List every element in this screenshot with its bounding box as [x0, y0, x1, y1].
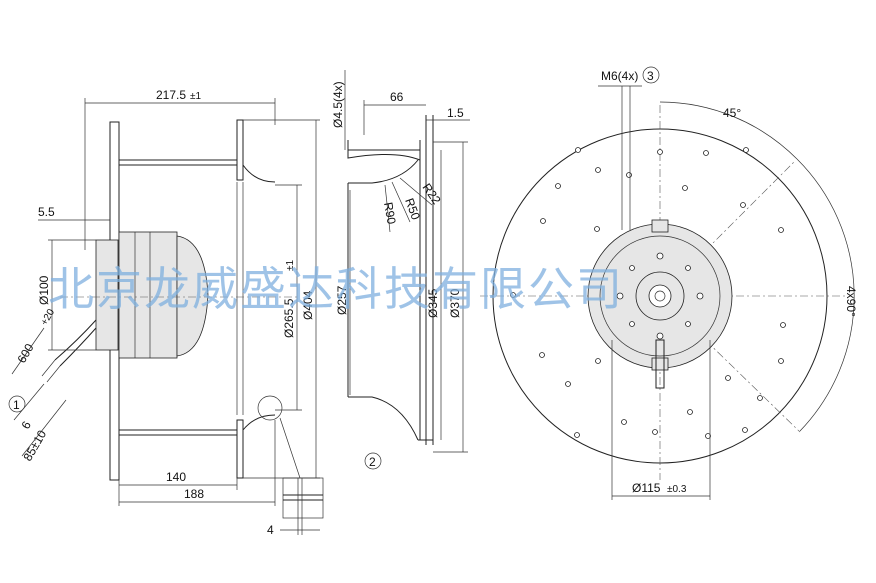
dim-depth-188: 188	[184, 487, 204, 501]
dim-outlet-dia: Ø265.5	[282, 298, 296, 338]
rivets	[510, 147, 786, 439]
dim-outlet-dia-tol: ±1	[285, 260, 296, 271]
dim-nozzle-lip: 1.5	[447, 106, 464, 120]
dim-flange-dia: Ø345	[426, 288, 440, 318]
detail-circle	[257, 395, 283, 421]
mount-lug-top	[651, 219, 669, 233]
callout-3-label: 3	[647, 69, 654, 83]
dim-motor-dia: Ø100	[37, 275, 51, 305]
callout-2-label: 2	[369, 455, 376, 469]
callout-1-label: 1	[13, 398, 20, 412]
dim-nozzle-hole: Ø4.5(4x)	[331, 81, 345, 128]
dim-overall-width-tol: ±1	[190, 91, 201, 102]
dim-bolt-circle-tol: ±0.3	[667, 484, 687, 495]
pattern-arc	[796, 158, 855, 432]
dim-impeller-dia: Ø404	[301, 290, 315, 320]
dim-overall-width: 217.5	[156, 88, 186, 102]
watermark: 北京龙威盛达科技有限公司	[48, 262, 624, 316]
callout-2	[364, 452, 382, 470]
inlet-ring-top	[236, 119, 244, 181]
dim-angle: 45°	[723, 106, 741, 120]
dim-outer-dia: Ø370	[448, 288, 462, 318]
dim-r90: R90	[381, 201, 399, 225]
dim-nozzle-depth: 66	[390, 90, 404, 104]
angle-arc	[659, 101, 798, 160]
inlet-ring-bottom	[236, 419, 244, 479]
cable-gland	[655, 339, 665, 389]
dim-thread: M6(4x)	[601, 69, 638, 83]
nozzle-view: Ø4.5(4x) 66 1.5 R22 R50 R90 Ø257 Ø345 Ø3…	[331, 70, 470, 470]
dim-bolt-circle: Ø115	[632, 481, 661, 495]
front-view: 45° 4x90°	[480, 66, 858, 500]
dim-pattern: 4x90°	[844, 286, 858, 317]
nozzle-bottom-lip	[348, 396, 419, 441]
motor-body	[118, 231, 178, 359]
nozzle-top-lip	[347, 140, 421, 151]
callout-3	[642, 66, 660, 84]
dim-cable-length: 600	[14, 341, 36, 366]
dim-cable-end: 85±10	[20, 427, 49, 463]
dim-depth-140: 140	[166, 470, 186, 484]
detail-box	[282, 477, 324, 519]
dim-flange-offset: 5.5	[38, 205, 55, 219]
mount-lug-bottom	[651, 357, 669, 371]
cable	[54, 319, 97, 361]
dim-gap: 4	[267, 523, 274, 537]
callout-1	[8, 395, 26, 413]
dim-cable-strip: 6	[18, 418, 34, 431]
dim-r22: R22	[420, 181, 444, 207]
dim-throat-dia: Ø257	[335, 285, 349, 315]
motor-end-cap	[95, 239, 119, 351]
